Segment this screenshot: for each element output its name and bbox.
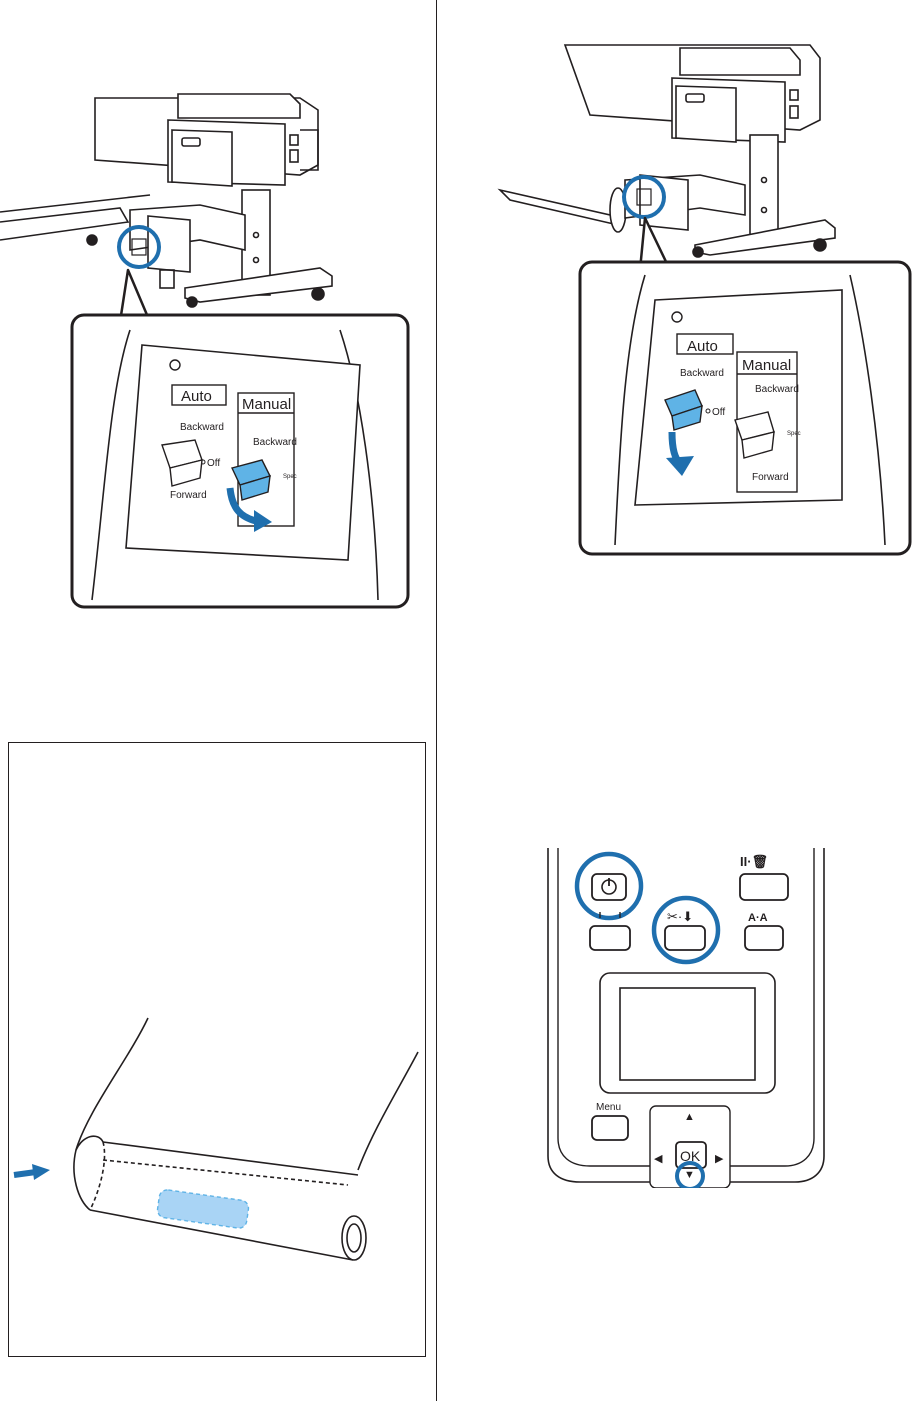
manual-label: Manual (242, 396, 291, 413)
auto-label-2: Auto (687, 338, 718, 355)
manual-backward-label-2: Backward (755, 384, 799, 395)
pause-cancel-button[interactable] (740, 874, 788, 900)
manual-label-2: Manual (742, 357, 791, 374)
auto-backward-label: Backward (180, 422, 224, 433)
auto-backward-label-2: Backward (680, 368, 724, 379)
speed-label-2: Spec (787, 431, 801, 437)
off-label-2: Off (712, 407, 725, 418)
power-button[interactable] (592, 874, 626, 900)
manual-backward-label: Backward (253, 437, 297, 448)
speed-label: Spec (283, 474, 297, 480)
left-arrow-icon[interactable]: ◀ (654, 1153, 663, 1165)
pause-cancel-icon: II·🗑 (740, 854, 768, 869)
column-divider (436, 0, 437, 1401)
figure-auto-backward: Auto Manual Backward Off Backward Forwar… (440, 40, 915, 560)
menu-button[interactable] (592, 1116, 628, 1140)
up-arrow-icon[interactable]: ▲ (684, 1111, 695, 1123)
scissors-icon: ✂·⬇ (667, 909, 693, 924)
figure-control-panel: II·🗑 ✂·⬇ A·A Menu ▲ ◀ ▶ OK ▼ (540, 848, 830, 1188)
manual-forward-label-2: Forward (752, 472, 789, 483)
auto-forward-label: Forward (170, 490, 207, 501)
figure-manual-forward: Auto Manual Backward Forward Off Backwar… (0, 90, 430, 615)
menu-label: Menu (596, 1102, 621, 1113)
off-label: Off (207, 458, 220, 469)
font-size-icon: A·A (748, 912, 768, 924)
down-arrow-icon[interactable]: ▼ (684, 1169, 695, 1181)
figure-paper-roll (8, 1010, 426, 1350)
auto-label: Auto (181, 388, 212, 405)
right-arrow-icon[interactable]: ▶ (715, 1153, 724, 1165)
lcd-screen (620, 988, 755, 1080)
